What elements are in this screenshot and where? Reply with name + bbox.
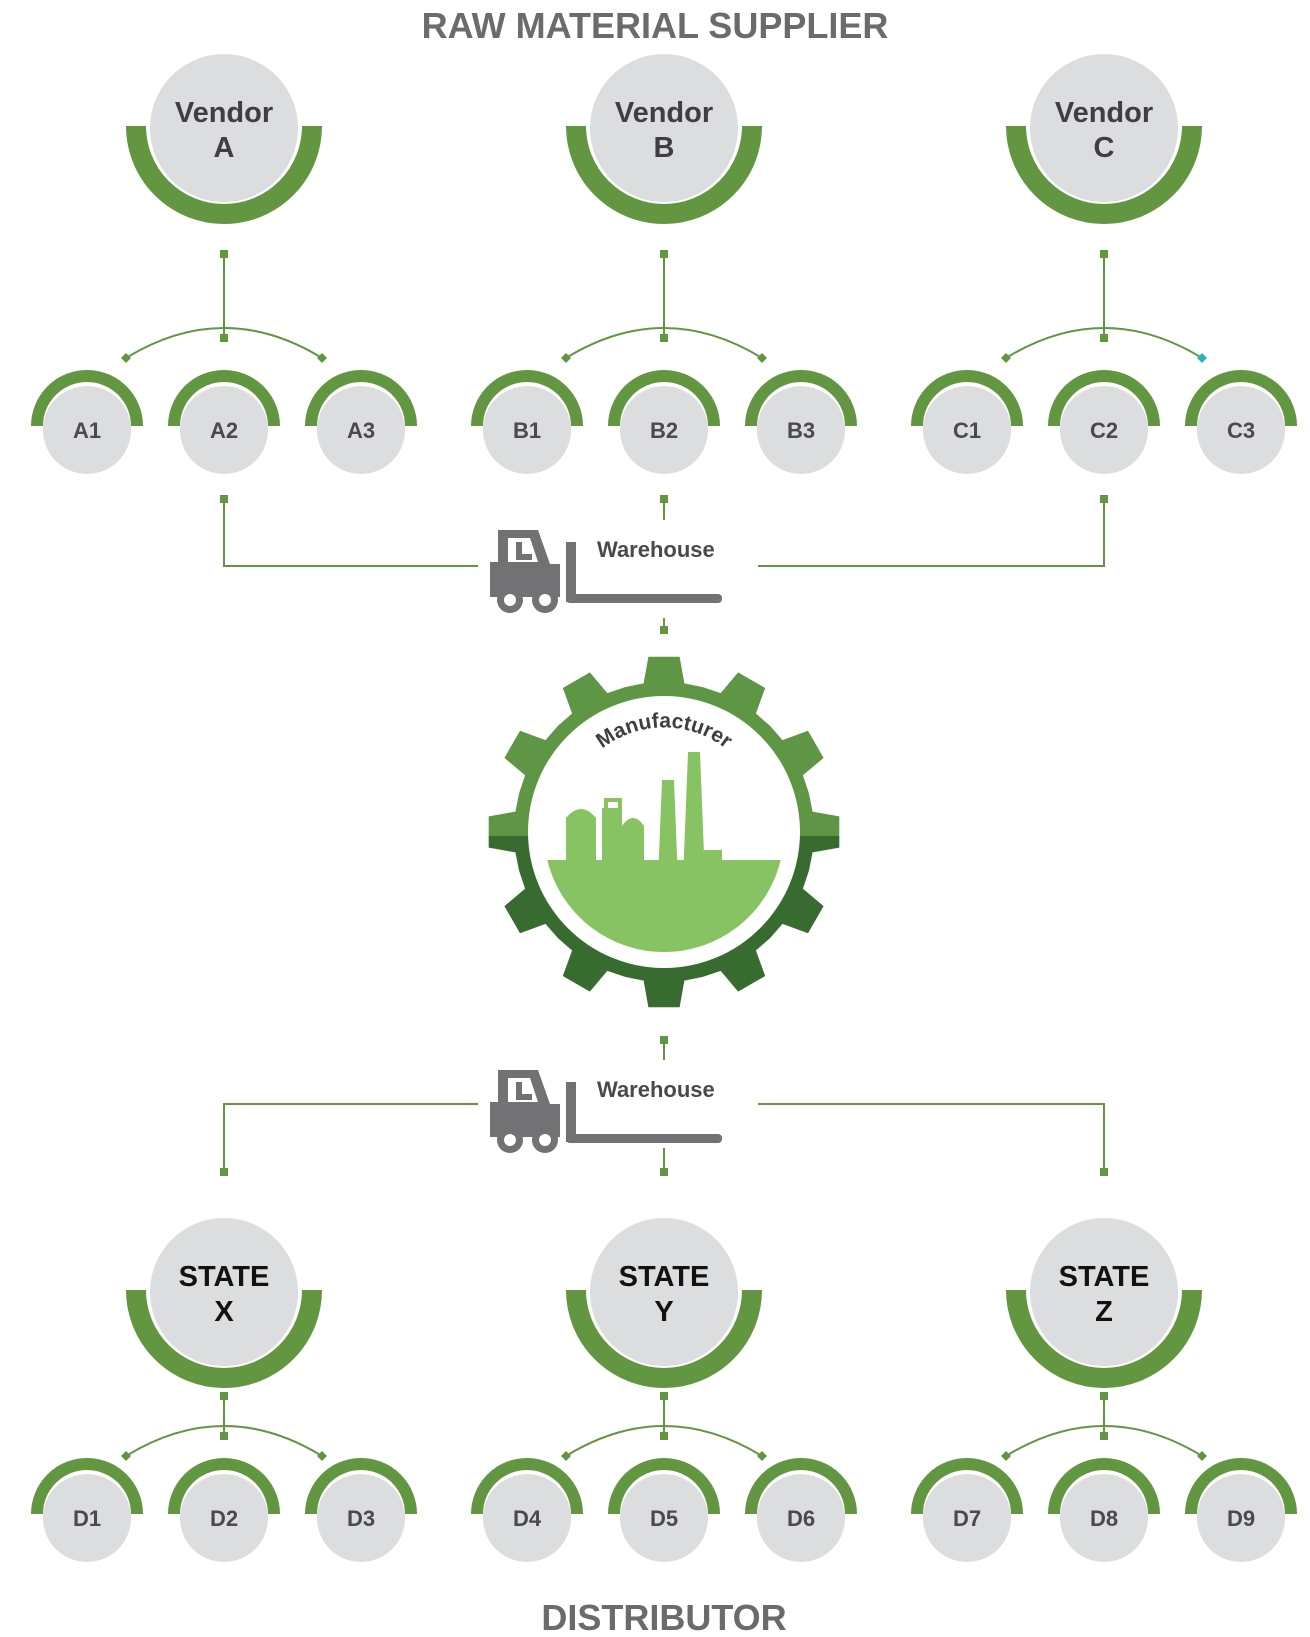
node-a2: A2 bbox=[168, 370, 280, 474]
vendor-sub-nodes: A1 A2 A3 B1 B2 B3 C1 C2 C3 bbox=[31, 370, 1297, 474]
node-a1: A1 bbox=[31, 370, 143, 474]
node-d8-label: D8 bbox=[1090, 1506, 1118, 1531]
manufacturer-gear: Manufacturer bbox=[488, 656, 840, 1008]
state-x-node-line1: STATE bbox=[179, 1261, 270, 1293]
arrow-head bbox=[317, 353, 327, 363]
node-d5: D5 bbox=[608, 1458, 720, 1562]
arrow-head bbox=[1001, 1451, 1011, 1461]
node-c1-label: C1 bbox=[953, 418, 981, 443]
connector-node bbox=[220, 334, 228, 342]
node-a3: A3 bbox=[305, 370, 417, 474]
node-a3-label: A3 bbox=[347, 418, 375, 443]
node-d2: D2 bbox=[168, 1458, 280, 1562]
forklift-icon bbox=[490, 1070, 722, 1153]
branch-arc bbox=[1005, 1425, 1203, 1457]
arrow-head bbox=[561, 353, 571, 363]
node-d7-label: D7 bbox=[953, 1506, 981, 1531]
node-d1: D1 bbox=[31, 1458, 143, 1562]
warehouse-top: Warehouse bbox=[490, 530, 722, 613]
node-b2: B2 bbox=[608, 370, 720, 474]
node-d5-label: D5 bbox=[650, 1506, 678, 1531]
node-d7: D7 bbox=[911, 1458, 1023, 1562]
distributor-sub-nodes: D1 D2 D3 D4 D5 D6 D7 D8 D9 bbox=[31, 1458, 1297, 1562]
branch-arc bbox=[125, 1425, 323, 1457]
vendor-a-node-line1: Vendor bbox=[175, 97, 273, 129]
node-b1: B1 bbox=[471, 370, 583, 474]
arrow-head bbox=[121, 1451, 131, 1461]
node-c2-label: C2 bbox=[1090, 418, 1118, 443]
arrow-head bbox=[121, 353, 131, 363]
node-d6: D6 bbox=[745, 1458, 857, 1562]
state-x-node-line2: X bbox=[214, 1296, 234, 1328]
connector-node bbox=[220, 1432, 228, 1440]
distributor-heading: DISTRIBUTOR bbox=[541, 1597, 786, 1637]
warehouse-bottom: Warehouse bbox=[490, 1070, 722, 1153]
raw-material-supplier-heading: RAW MATERIAL SUPPLIER bbox=[422, 5, 889, 46]
connector-lines bbox=[121, 250, 1207, 1461]
branch-arc bbox=[565, 327, 763, 359]
node-d8: D8 bbox=[1048, 1458, 1160, 1562]
connector-node bbox=[1100, 334, 1108, 342]
node-d4: D4 bbox=[471, 1458, 583, 1562]
node-b2-label: B2 bbox=[650, 418, 678, 443]
state-z-node-line2: Z bbox=[1095, 1296, 1113, 1328]
connector-node bbox=[660, 334, 668, 342]
arrow-head bbox=[1197, 1451, 1207, 1461]
warehouse-bottom-label: Warehouse bbox=[597, 1077, 715, 1102]
connector-node bbox=[1100, 1168, 1108, 1176]
forklift-icon bbox=[490, 530, 722, 613]
node-d9-label: D9 bbox=[1227, 1506, 1255, 1531]
vendor-b-node-line1: Vendor bbox=[615, 97, 713, 129]
state-y-node-line2: Y bbox=[654, 1296, 673, 1328]
connector-node bbox=[660, 1432, 668, 1440]
branch-arc bbox=[1005, 327, 1203, 359]
state-z-node-line1: STATE bbox=[1059, 1261, 1150, 1293]
vendor-c-node-line1: Vendor bbox=[1055, 97, 1153, 129]
node-c1: C1 bbox=[911, 370, 1023, 474]
vendor-b-node-line2: B bbox=[654, 132, 675, 164]
connector-node bbox=[660, 1168, 668, 1176]
connector-node bbox=[220, 1168, 228, 1176]
arrow-head bbox=[1001, 353, 1011, 363]
node-c3-label: C3 bbox=[1227, 418, 1255, 443]
node-d4-label: D4 bbox=[513, 1506, 542, 1531]
arrow-head bbox=[561, 1451, 571, 1461]
vendor-a-node-line2: A bbox=[214, 132, 235, 164]
factory-icon bbox=[544, 752, 784, 952]
connector-node bbox=[1100, 1432, 1108, 1440]
node-c3: C3 bbox=[1185, 370, 1297, 474]
node-a1-label: A1 bbox=[73, 418, 101, 443]
node-d3: D3 bbox=[305, 1458, 417, 1562]
vendor-c-node-line2: C bbox=[1094, 132, 1115, 164]
node-b3-label: B3 bbox=[787, 418, 815, 443]
node-d2-label: D2 bbox=[210, 1506, 238, 1531]
warehouse-top-label: Warehouse bbox=[597, 537, 715, 562]
state-y-node-line1: STATE bbox=[619, 1261, 710, 1293]
branch-arc bbox=[125, 327, 323, 359]
node-d3-label: D3 bbox=[347, 1506, 375, 1531]
node-d1-label: D1 bbox=[73, 1506, 101, 1531]
arrow-head bbox=[757, 353, 767, 363]
node-c2: C2 bbox=[1048, 370, 1160, 474]
node-b1-label: B1 bbox=[513, 418, 541, 443]
node-d9: D9 bbox=[1185, 1458, 1297, 1562]
arrow-head bbox=[1197, 353, 1207, 363]
arrow-head bbox=[317, 1451, 327, 1461]
arrow-head bbox=[757, 1451, 767, 1461]
branch-arc bbox=[565, 1425, 763, 1457]
node-a2-label: A2 bbox=[210, 418, 238, 443]
node-d6-label: D6 bbox=[787, 1506, 815, 1531]
node-b3: B3 bbox=[745, 370, 857, 474]
